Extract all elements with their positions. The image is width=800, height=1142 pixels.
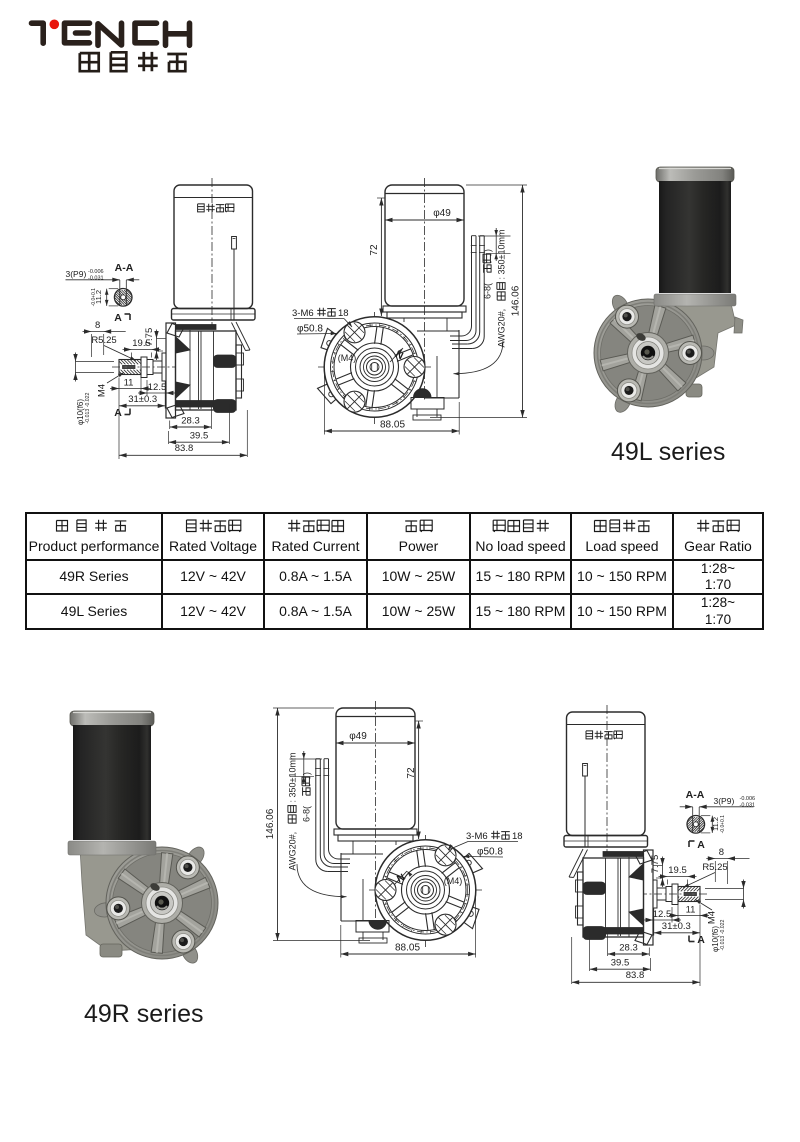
svg-text:): ) [483, 249, 493, 252]
svg-text:M4: M4 [97, 384, 108, 397]
svg-text:31±0.3: 31±0.3 [662, 921, 691, 932]
svg-text:28.3: 28.3 [181, 416, 200, 427]
svg-text:11: 11 [124, 378, 134, 389]
svg-text:11: 11 [686, 905, 696, 916]
svg-text:3(P9): 3(P9) [66, 269, 87, 279]
svg-text:39.5: 39.5 [611, 958, 630, 969]
svg-text:φ10(f6): φ10(f6) [711, 926, 720, 952]
svg-text:6-8(: 6-8( [302, 806, 312, 822]
svg-text:φ50.8: φ50.8 [477, 847, 503, 858]
svg-text:AWG20#,: AWG20#, [288, 832, 298, 871]
svg-text:3(P9): 3(P9) [714, 796, 735, 806]
svg-text:31±0.3: 31±0.3 [128, 394, 157, 405]
svg-text:A: A [114, 407, 122, 419]
svg-text:-0.006: -0.006 [740, 796, 756, 802]
svg-text:+0.1: +0.1 [91, 288, 97, 298]
svg-text:19.5: 19.5 [668, 865, 687, 876]
svg-text:(M4): (M4) [444, 876, 463, 886]
svg-text:12.5: 12.5 [653, 909, 672, 920]
svg-text:φ49: φ49 [433, 208, 451, 219]
svg-text:A: A [697, 839, 705, 851]
svg-text:18: 18 [338, 308, 349, 319]
svg-text:72: 72 [406, 767, 417, 779]
svg-text:6-8(: 6-8( [483, 283, 493, 299]
svg-text:7.75: 7.75 [144, 328, 155, 347]
svg-text:11.2: 11.2 [94, 290, 103, 304]
svg-text:R5.25: R5.25 [702, 862, 727, 873]
svg-text:88.05: 88.05 [395, 943, 420, 954]
svg-text:φ10(f6): φ10(f6) [76, 399, 85, 425]
svg-text:-0.013 -0.022: -0.013 -0.022 [85, 392, 91, 423]
svg-text:3-M6: 3-M6 [292, 308, 314, 319]
svg-text:-0.0: -0.0 [91, 297, 97, 306]
svg-text:R5.25: R5.25 [91, 335, 116, 346]
svg-text:72: 72 [369, 244, 380, 256]
svg-text:A: A [114, 312, 122, 324]
svg-text:φ49: φ49 [349, 731, 367, 742]
svg-text:7.75: 7.75 [650, 855, 661, 874]
svg-text:A: A [697, 934, 705, 946]
svg-text:18: 18 [512, 831, 523, 842]
svg-text:8: 8 [719, 847, 724, 858]
svg-text:39.5: 39.5 [190, 431, 209, 442]
svg-text:M4: M4 [707, 911, 718, 924]
svg-text:83.8: 83.8 [175, 443, 194, 454]
svg-text:: 350±10mm: : 350±10mm [497, 230, 507, 280]
svg-text:: 350±10mm: : 350±10mm [288, 753, 298, 803]
svg-text:8: 8 [95, 320, 100, 331]
svg-text:28.3: 28.3 [619, 943, 638, 954]
svg-text:11.2: 11.2 [711, 817, 720, 831]
svg-text:-0.006: -0.006 [88, 269, 104, 275]
svg-text:φ50.8: φ50.8 [297, 324, 323, 335]
svg-text:19.5: 19.5 [132, 338, 151, 349]
svg-text:88.05: 88.05 [380, 420, 405, 431]
svg-text:AWG20#,: AWG20#, [497, 309, 507, 348]
svg-text:-0.0: -0.0 [720, 824, 726, 833]
svg-text:-0.031: -0.031 [740, 803, 756, 809]
svg-text:(M4): (M4) [338, 353, 357, 363]
svg-text:+0.1: +0.1 [720, 815, 726, 825]
svg-text:): ) [302, 772, 312, 775]
svg-text:A-A: A-A [115, 262, 134, 274]
svg-text:A-A: A-A [686, 789, 705, 801]
svg-text:N: N [395, 872, 406, 885]
svg-text:N: N [393, 349, 404, 362]
svg-text:-0.013 -0.022: -0.013 -0.022 [720, 919, 726, 950]
svg-text:83.8: 83.8 [626, 970, 645, 981]
svg-text:146.06: 146.06 [265, 808, 276, 839]
svg-text:12.5: 12.5 [148, 382, 167, 393]
svg-text:-0.031: -0.031 [88, 276, 104, 282]
svg-text:3-M6: 3-M6 [466, 831, 488, 842]
svg-text:146.06: 146.06 [511, 285, 522, 316]
